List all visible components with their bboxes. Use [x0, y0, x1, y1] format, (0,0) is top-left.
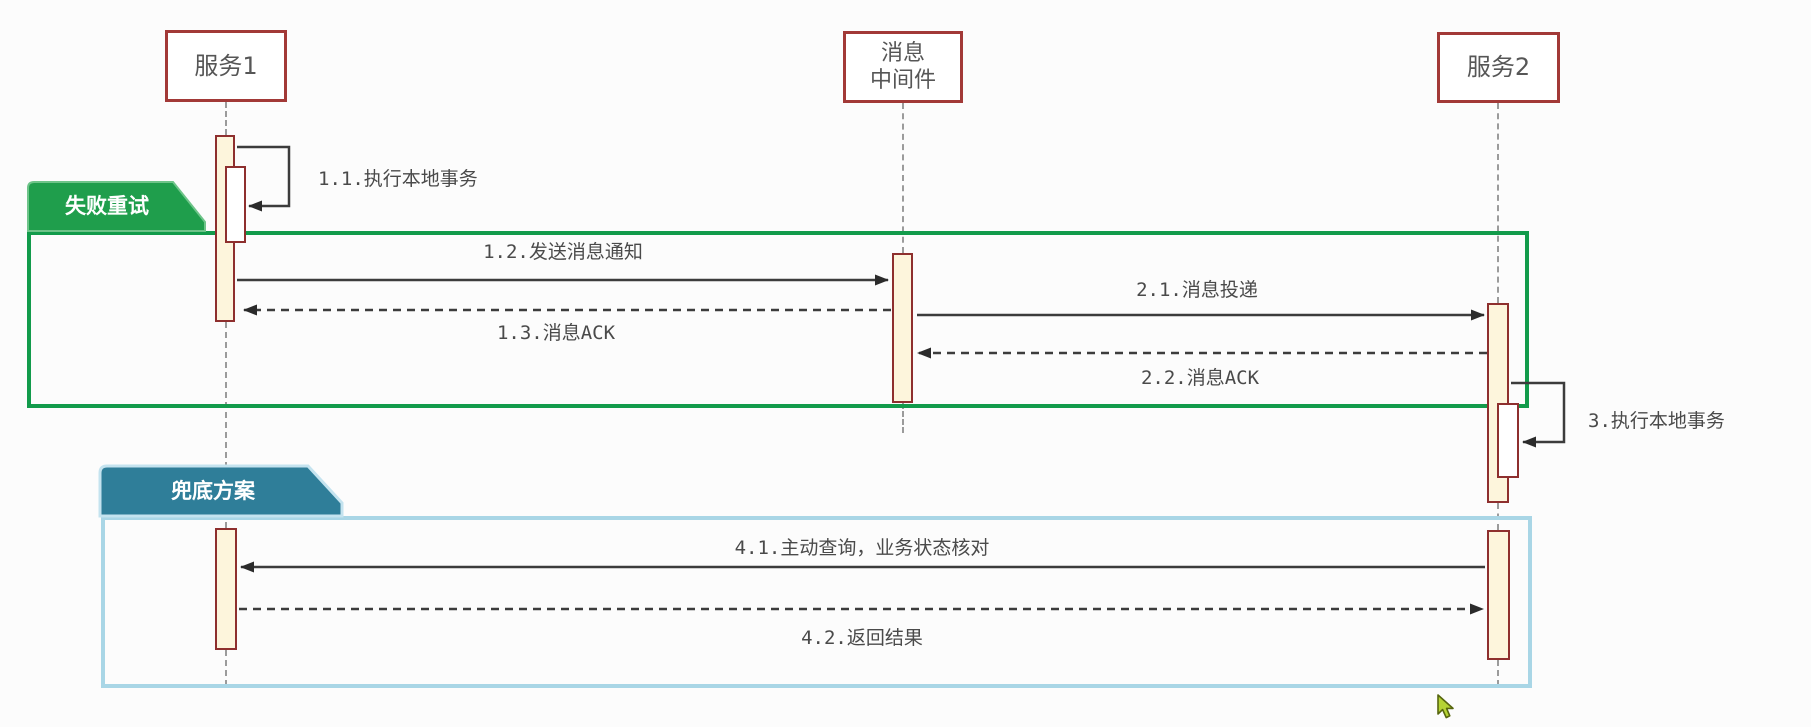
lifeline-middleware	[902, 403, 904, 433]
lifeline-middleware	[902, 103, 904, 253]
participant-service2: 服务2	[1437, 32, 1560, 103]
activation-service1-selfcall	[225, 166, 246, 243]
lifeline-service1	[225, 650, 227, 686]
mouse-pointer	[1437, 694, 1454, 719]
retry-fragment-frame	[27, 231, 1529, 408]
lifeline-service2	[1497, 103, 1499, 303]
activation-service2-selfcall	[1497, 403, 1519, 478]
participant-label: 服务1	[194, 51, 258, 80]
retry-fragment-label: 失败重试	[65, 194, 149, 218]
message-1-3-label: 1.3.消息ACK	[496, 322, 616, 344]
message-2-2-label: 2.2.消息ACK	[1140, 367, 1260, 389]
message-1-2-label: 1.2.发送消息通知	[483, 241, 643, 263]
lifeline-service2	[1497, 503, 1499, 530]
lifeline-service1	[225, 322, 227, 528]
lifeline-service2	[1497, 660, 1499, 686]
activation-service1-fallback	[215, 528, 237, 650]
participant-label: 消息 中间件	[869, 41, 936, 93]
message-3-label: 3.执行本地事务	[1588, 410, 1725, 432]
lifeline-service1	[225, 102, 227, 135]
message-4-1-label: 4.1.主动查询，业务状态核对	[734, 537, 990, 559]
participant-middleware: 消息 中间件	[843, 31, 963, 103]
message-2-1-label: 2.1.消息投递	[1136, 279, 1258, 301]
participant-label: 服务2	[1466, 53, 1531, 81]
fallback-fragment-label: 兜底方案	[171, 479, 255, 503]
message-1-1-label: 1.1.执行本地事务	[318, 168, 478, 190]
participant-service1: 服务1	[165, 30, 287, 102]
message-4-2-label: 4.2.返回结果	[801, 627, 923, 649]
activation-service2-fallback	[1487, 530, 1510, 660]
activation-middleware	[892, 253, 913, 403]
